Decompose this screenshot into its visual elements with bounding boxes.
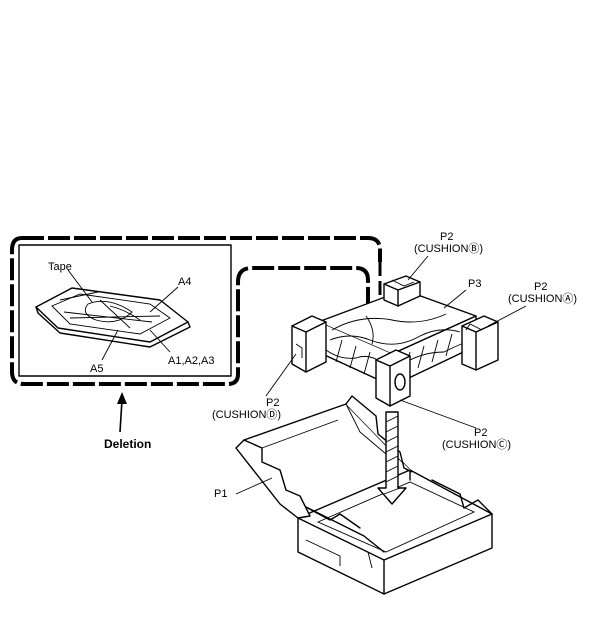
- cushion-c: [375, 349, 411, 407]
- deletion-frame: [10, 236, 382, 386]
- label-p2-c-number: P2: [474, 427, 487, 439]
- cushion-a: [461, 315, 499, 371]
- cushion-b: [383, 275, 421, 307]
- label-p3: P3: [468, 278, 481, 290]
- label-p2-a-name: (CUSHIONⒶ): [508, 292, 577, 305]
- label-p2-b-name: (CUSHIONⒷ): [414, 242, 483, 255]
- label-a5: A5: [90, 363, 103, 375]
- label-p2-c-name: (CUSHIONⒸ): [442, 438, 511, 451]
- accessory-leaders: [67, 269, 179, 361]
- cushion-d: [291, 315, 327, 373]
- label-a4: A4: [178, 276, 191, 288]
- accessory-tray: [35, 287, 191, 348]
- label-a1-a2-a3: A1,A2,A3: [168, 355, 214, 367]
- deletion-inner-box: [18, 244, 232, 377]
- carton-p1: [235, 395, 493, 595]
- deletion-arrow: [117, 392, 127, 433]
- label-p2-d-number: P2: [266, 397, 279, 409]
- part-leaders: [235, 255, 527, 495]
- label-tape: Tape: [48, 261, 72, 273]
- label-p2-a-number: P2: [534, 281, 547, 293]
- label-p2-b-number: P2: [440, 231, 453, 243]
- insertion-arrow: [377, 411, 407, 505]
- label-p2-d-name: (CUSHIONⒹ): [212, 408, 281, 421]
- label-p1: P1: [214, 488, 227, 500]
- label-deletion: Deletion: [104, 437, 151, 451]
